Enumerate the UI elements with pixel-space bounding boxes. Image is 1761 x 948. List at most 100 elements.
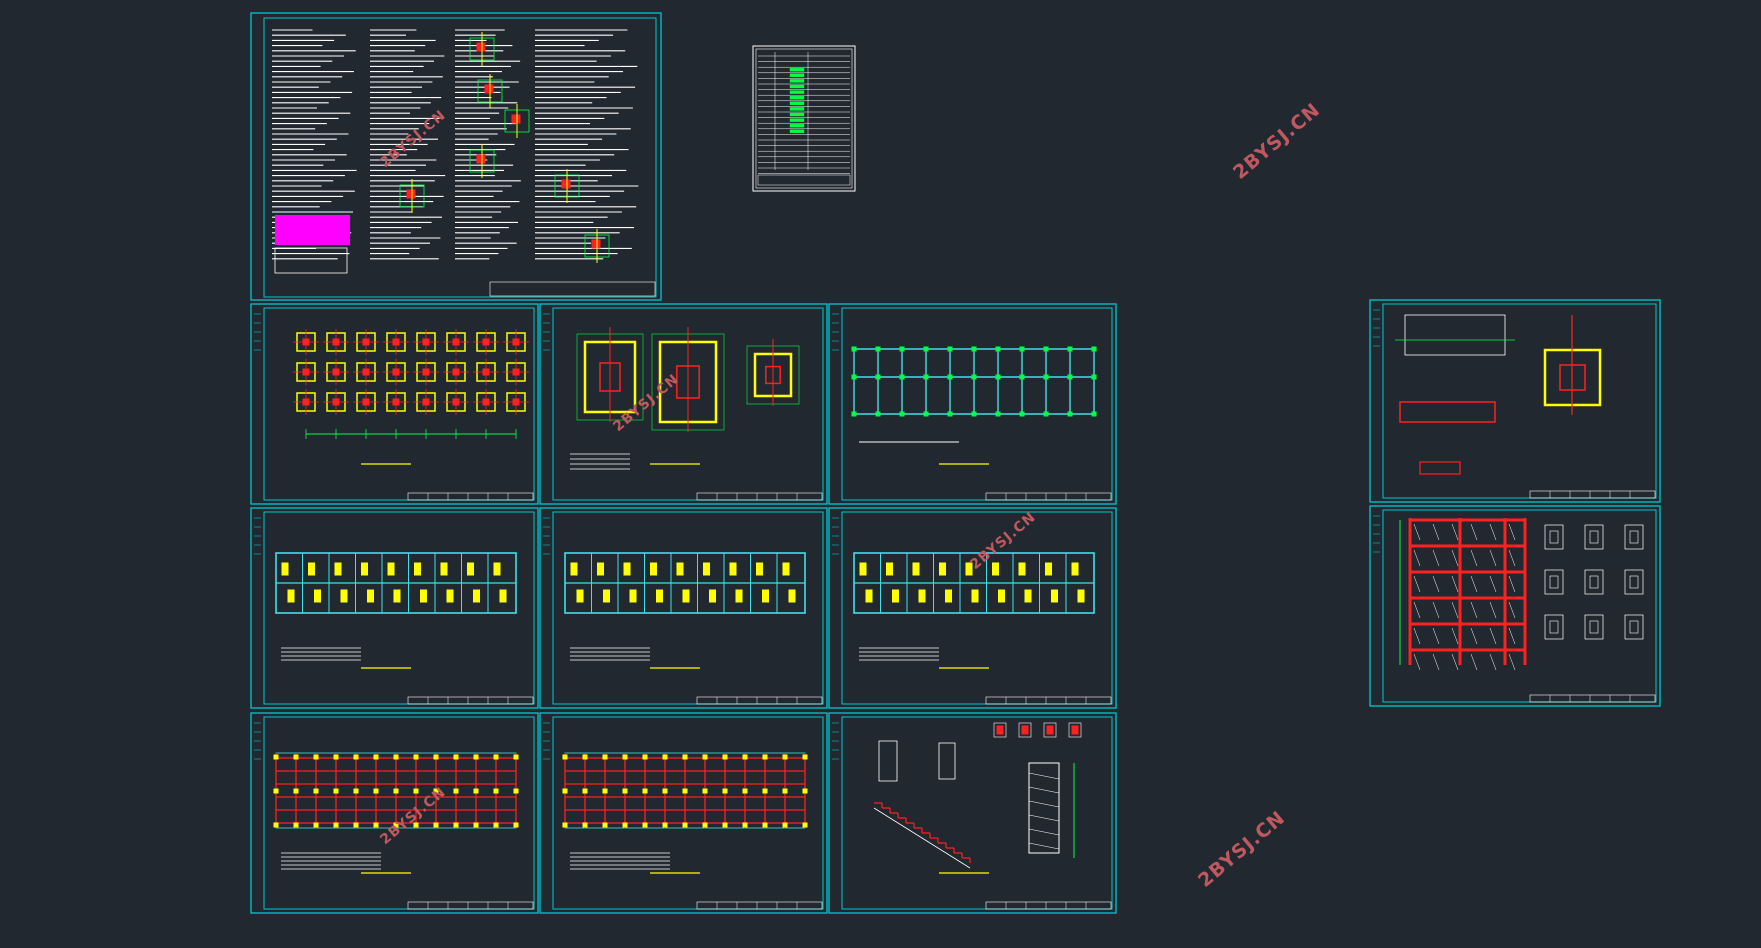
frame-detail [1624, 524, 1644, 550]
index-title [757, 174, 851, 186]
watermark-1: 2BYSJ.CN [1229, 99, 1325, 184]
slab-label [762, 589, 769, 603]
sheet-frame [539, 712, 828, 914]
rebar-mark [493, 788, 499, 794]
rebar-mark [562, 754, 568, 760]
frame-hatch [1432, 575, 1440, 593]
frame-hatch [1489, 549, 1497, 567]
slab-label [440, 562, 448, 576]
sheet-inner-frame [841, 511, 1113, 705]
sheet-notes[interactable] [250, 12, 662, 301]
note-detail [554, 169, 580, 203]
slab-label [308, 562, 315, 576]
sheet-foundation-plan[interactable] [250, 303, 539, 505]
sheet-detail-sections[interactable] [1369, 299, 1661, 503]
detail-core [484, 84, 494, 94]
note-detail [504, 104, 530, 138]
rebar-mark [353, 754, 359, 760]
slab-label [420, 589, 427, 603]
rebar-mark [373, 754, 379, 760]
slab-label [650, 562, 657, 576]
sheet-beam-reinforcement-2[interactable] [539, 712, 828, 914]
frame-hatch [1508, 653, 1516, 671]
frame-hatch [1489, 523, 1497, 541]
slab-label [892, 589, 899, 603]
slab-label [1071, 562, 1079, 576]
frame-detail-core [1589, 575, 1599, 589]
detail-core [476, 154, 486, 164]
slab-label [414, 562, 421, 576]
rebar-mark [622, 754, 628, 760]
frame-hatch [1451, 523, 1459, 541]
sheet-floor-slab-2[interactable] [539, 507, 828, 709]
sheet-foundation-details[interactable] [539, 303, 828, 505]
rebar-mark [473, 754, 479, 760]
rebar-mark [742, 754, 748, 760]
beam-node [923, 411, 929, 417]
sheet-frame-elevation[interactable] [1369, 505, 1661, 707]
frame-hatch [1432, 653, 1440, 671]
slab-label [281, 562, 289, 576]
slab-label [992, 562, 999, 576]
frame-detail [1584, 569, 1604, 595]
rebar-mark [433, 754, 439, 760]
sheet-inner-frame [263, 307, 535, 501]
rebar-mark [273, 754, 279, 760]
sheet-ground-beam-plan[interactable] [828, 303, 1117, 505]
slab-label [682, 589, 690, 603]
beam-node [851, 411, 857, 417]
beam-node [995, 346, 1001, 352]
index-entry [789, 107, 805, 111]
rebar-mark [682, 822, 688, 828]
beam-node [947, 346, 953, 352]
beam-node [923, 374, 929, 380]
sheet-floor-slab-1[interactable] [250, 507, 539, 709]
sheet-beam-reinforcement-1[interactable] [250, 712, 539, 914]
rebar-mark [682, 788, 688, 794]
stair-detail [1043, 722, 1057, 738]
title-block [696, 696, 823, 705]
rebar-mark [353, 822, 359, 828]
slab-label [499, 589, 507, 603]
sheet-inner-frame [841, 716, 1113, 910]
frame-hatch [1470, 627, 1478, 645]
sheet-floor-slab-3[interactable] [828, 507, 1117, 709]
stair-detail [1018, 722, 1032, 738]
rebar-mark [802, 788, 808, 794]
rebar-mark [702, 788, 708, 794]
beam-node [923, 346, 929, 352]
slab-label [334, 562, 342, 576]
rebar-mark [682, 754, 688, 760]
slab-label [287, 589, 295, 603]
frame-hatch [1470, 601, 1478, 619]
sheet-inner-frame [552, 307, 824, 501]
sheet-frame [828, 507, 1117, 709]
slab-label [576, 589, 584, 603]
slab-label [859, 562, 867, 576]
slab-label [709, 589, 716, 603]
index-entry [789, 101, 805, 106]
rebar-mark [453, 822, 459, 828]
frame-hatch [1489, 627, 1497, 645]
detail-core [476, 42, 486, 52]
slab-label [735, 589, 743, 603]
sheet-stair-details[interactable] [828, 712, 1117, 914]
detail-core [561, 179, 571, 189]
sheet-index[interactable] [752, 45, 856, 192]
right-sheets[interactable] [1369, 299, 1661, 707]
sheet-inner-frame [552, 716, 824, 910]
slab-label [1051, 589, 1058, 603]
sheet-grid[interactable] [250, 303, 1117, 914]
stair-plan [1028, 762, 1060, 854]
beam-node [1067, 374, 1073, 380]
rebar-mark [662, 754, 668, 760]
frame-detail [1544, 569, 1564, 595]
frame-hatch [1451, 627, 1459, 645]
frame-detail-core [1549, 620, 1559, 634]
rebar-mark [762, 788, 768, 794]
slab-label [865, 589, 873, 603]
title-block [985, 901, 1112, 910]
rebar-mark [582, 788, 588, 794]
rebar-mark [513, 754, 519, 760]
